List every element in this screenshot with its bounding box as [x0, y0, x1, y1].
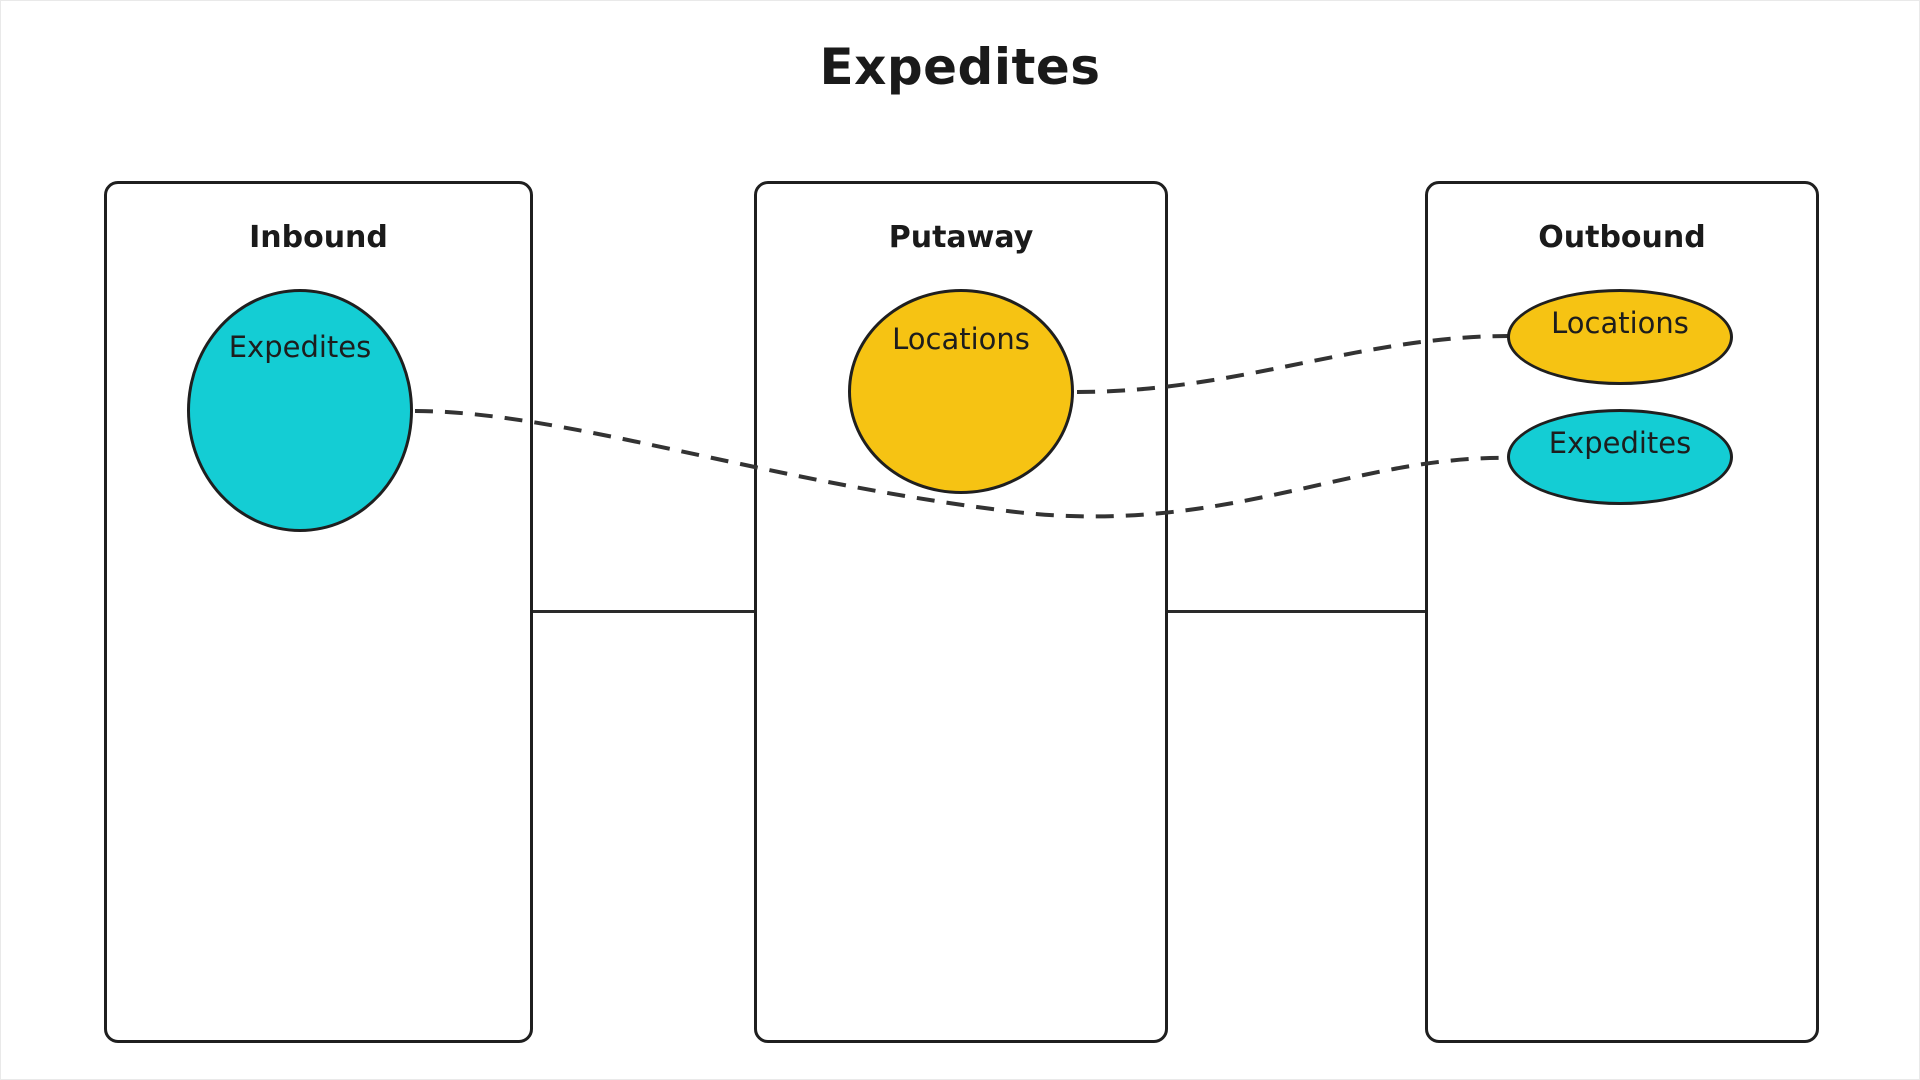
node-label: Locations [1551, 306, 1689, 340]
lane-outbound[interactable]: Outbound [1425, 181, 1819, 1043]
lane-header-inbound: Inbound [249, 220, 388, 255]
node-label: Locations [892, 322, 1030, 356]
node-label: Expedites [1548, 426, 1692, 460]
diagram-title: Expedites [819, 38, 1101, 96]
connector-inbound-putaway [533, 610, 754, 613]
lane-header-putaway: Putaway [888, 220, 1034, 255]
node-outbound-locations[interactable]: Locations [1507, 289, 1733, 385]
node-outbound-expedites[interactable]: Expedites [1507, 409, 1733, 505]
connector-putaway-outbound [1168, 610, 1425, 613]
lane-header-outbound: Outbound [1538, 220, 1706, 255]
node-inbound-expedites[interactable]: Expedites [187, 289, 413, 532]
node-label: Expedites [228, 330, 372, 364]
node-putaway-locations[interactable]: Locations [848, 289, 1074, 494]
